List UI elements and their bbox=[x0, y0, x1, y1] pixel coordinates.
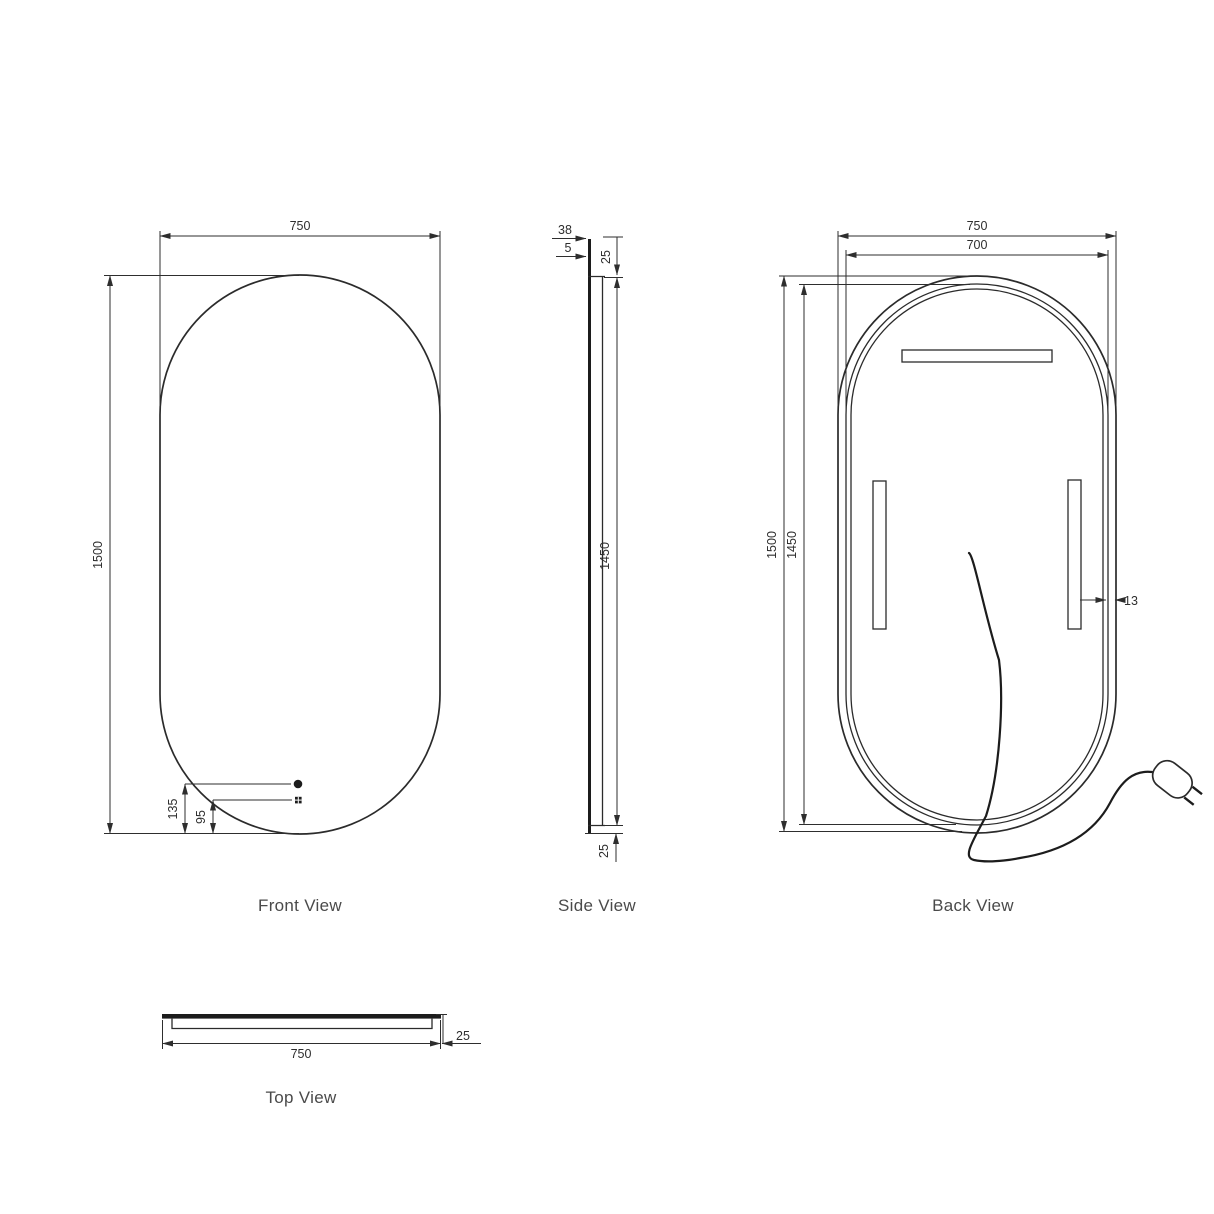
side-view-title: Side View bbox=[558, 896, 636, 915]
sensor-offset-bottom-dim: 95 bbox=[194, 810, 208, 824]
top-glass-bar bbox=[162, 1014, 441, 1019]
side-bottom-inset-dim: 25 bbox=[597, 844, 611, 858]
back-frame-inner bbox=[850, 288, 1104, 821]
power-cable bbox=[967, 551, 1154, 863]
back-view-title: Back View bbox=[932, 896, 1014, 915]
top-view: 750 25 Top View bbox=[162, 1014, 481, 1107]
side-view: 38 5 25 1450 25 Side View bbox=[552, 223, 636, 915]
side-body-dim: 1450 bbox=[598, 542, 612, 570]
touch-sensor-icon bbox=[293, 779, 303, 789]
back-width-dim: 750 bbox=[967, 219, 988, 233]
back-mirror-outline bbox=[837, 275, 1117, 834]
power-plug-icon bbox=[1151, 759, 1203, 806]
front-width-dim: 750 bbox=[290, 219, 311, 233]
side-glass-dim: 5 bbox=[565, 241, 572, 255]
side-top-inset-dim: 25 bbox=[599, 250, 613, 264]
defogger-switch-icon bbox=[295, 796, 302, 804]
back-height-dim: 1500 bbox=[765, 531, 779, 559]
top-frame-profile bbox=[171, 1018, 433, 1030]
side-depth-dim: 38 bbox=[558, 223, 572, 237]
back-inner-width-dim: 700 bbox=[967, 238, 988, 252]
top-depth-dim: 25 bbox=[456, 1029, 470, 1043]
hanging-bracket bbox=[901, 349, 1053, 363]
top-width-dim: 750 bbox=[291, 1047, 312, 1061]
mounting-rail-left bbox=[872, 480, 887, 630]
front-view-title: Front View bbox=[258, 896, 342, 915]
front-height-dim: 1500 bbox=[91, 541, 105, 569]
front-view: 750 1500 135 95 Front View bbox=[91, 219, 441, 915]
sensor-offset-top-dim: 135 bbox=[166, 799, 180, 820]
back-frame-outer bbox=[845, 283, 1109, 826]
back-inner-height-dim: 1450 bbox=[785, 531, 799, 559]
back-view: 750 700 1500 1450 13 Back View bbox=[765, 219, 1203, 915]
mounting-rail-right bbox=[1067, 479, 1082, 630]
edge-gap-dim: 13 bbox=[1124, 594, 1138, 608]
front-mirror-outline bbox=[159, 274, 441, 835]
top-view-title: Top View bbox=[265, 1088, 336, 1107]
